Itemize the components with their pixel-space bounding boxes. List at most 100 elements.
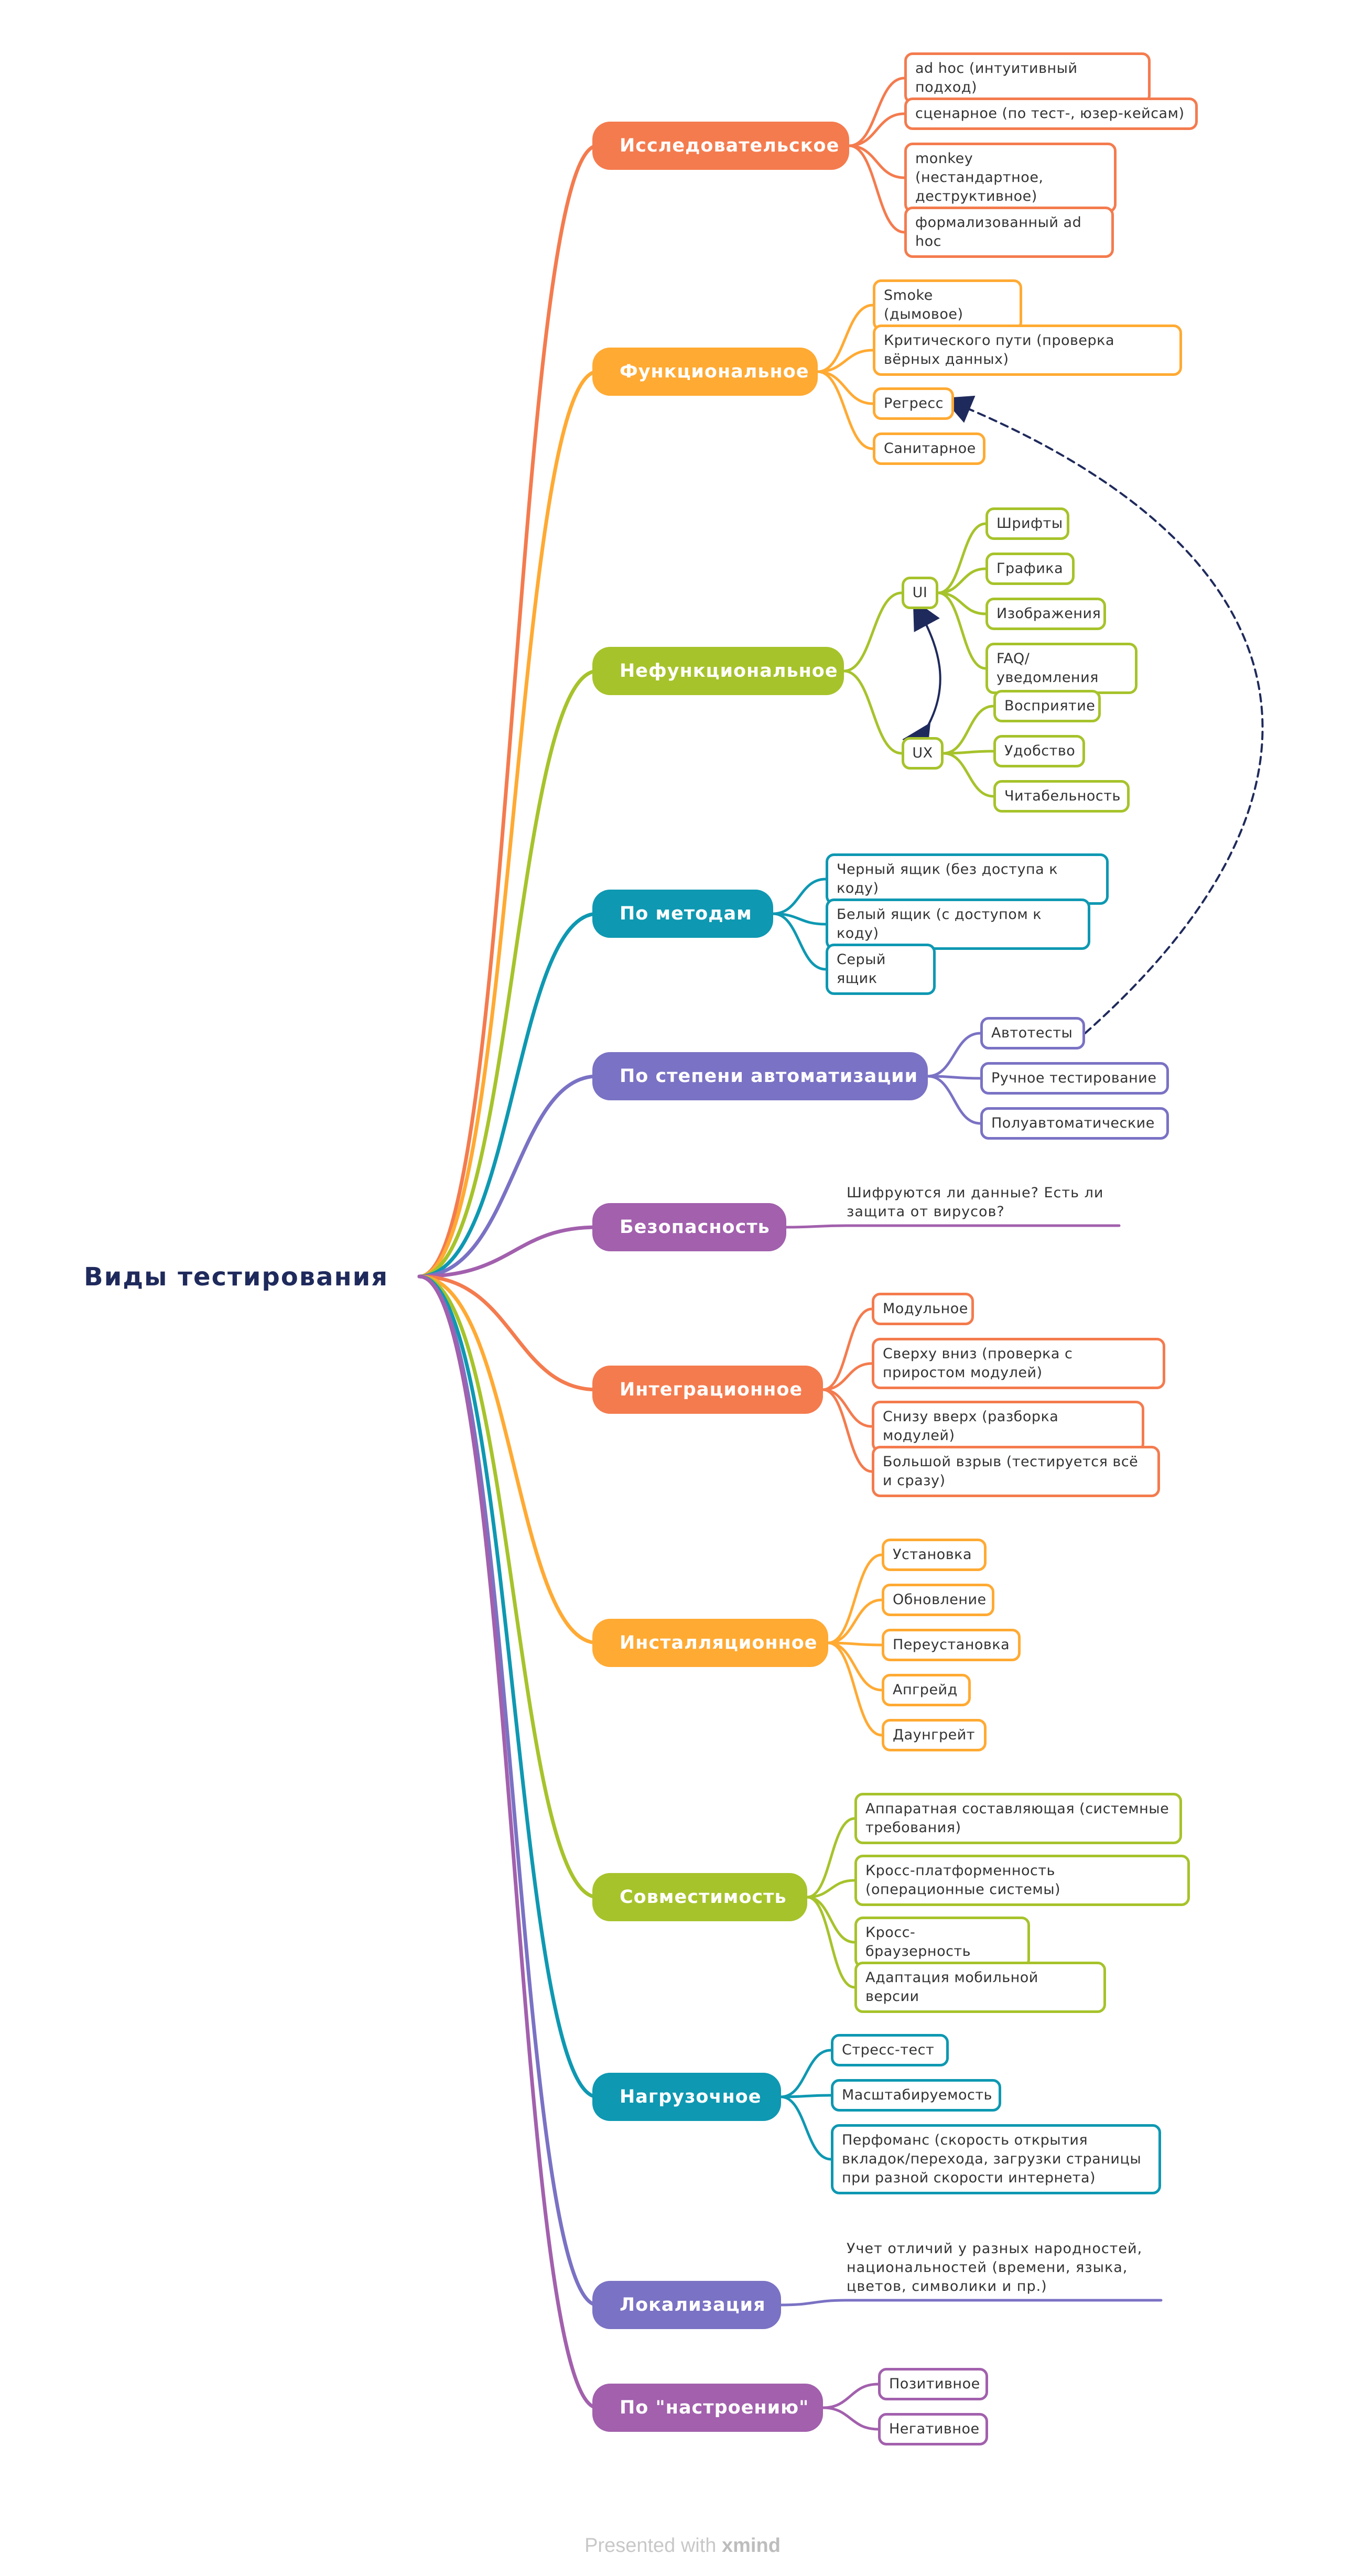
leaf-connector: [848, 112, 906, 147]
leaf-reinstall[interactable]: Переустановка: [882, 1629, 1021, 1661]
leaf-hardware[interactable]: Аппаратная составляющая (системные требо…: [854, 1793, 1182, 1844]
leaf-connector: [772, 878, 827, 915]
leaf-connector: [806, 1879, 856, 1899]
leaf-downgrade[interactable]: Даунгрейт: [882, 1719, 987, 1751]
leaf-mobile[interactable]: Адаптация мобильной версии: [854, 1962, 1106, 2013]
leaf-connector: [779, 2094, 832, 2098]
note-connector: [779, 2299, 848, 2307]
root-branch-connector: [417, 912, 600, 1279]
branch-compatibility[interactable]: Совместимость: [592, 1873, 807, 1921]
leaf-connector: [821, 2383, 880, 2409]
leaf-module[interactable]: Модульное: [872, 1293, 974, 1325]
leaf-connector: [816, 370, 874, 405]
root-branch-connector: [417, 669, 600, 1279]
leaf-convenience[interactable]: Удобство: [993, 735, 1085, 767]
root-branch-connector: [417, 1274, 600, 1392]
root-branch-connector: [417, 370, 600, 1279]
leaf-connector: [827, 1598, 883, 1644]
leaf-connector: [816, 370, 874, 450]
leaf-connector: [821, 1307, 873, 1391]
branch-integration[interactable]: Интеграционное: [592, 1366, 823, 1414]
leaf-positive[interactable]: Позитивное: [878, 2368, 988, 2400]
leaf-semi-auto[interactable]: Полуавтоматические: [980, 1107, 1169, 1140]
branch-nonfunctional[interactable]: Нефункциональное: [592, 647, 844, 695]
leaf-readability[interactable]: Читабельность: [993, 780, 1130, 813]
leaf-faq-notifications[interactable]: FAQ/уведомления: [985, 643, 1138, 694]
autotests-regression-relationship: [942, 395, 1264, 1034]
leaf-white-box[interactable]: Белый ящик (с доступом к коду): [826, 899, 1090, 950]
leaf-connector: [779, 2049, 832, 2098]
leaf-sanity[interactable]: Санитарное: [873, 432, 985, 465]
leaf-connector: [937, 567, 987, 594]
leaf-bottom-up[interactable]: Снизу вверх (разборка модулей): [872, 1401, 1144, 1452]
branch-mood[interactable]: По "настроению": [592, 2384, 823, 2432]
branch-security[interactable]: Безопасность: [592, 1203, 786, 1251]
ui-ux-relationship: [902, 599, 941, 755]
leaf-ux[interactable]: UX: [902, 737, 944, 770]
leaf-images[interactable]: Изображения: [985, 598, 1106, 630]
note-localization: Учет отличий у разных народностей, нацио…: [847, 2241, 1143, 2294]
leaf-negative[interactable]: Негативное: [878, 2413, 988, 2445]
xmind-logo: xmind: [722, 2535, 781, 2557]
leaf-cross-browser[interactable]: Кросс-браузерность: [854, 1917, 1030, 1968]
leaf-connector: [942, 752, 995, 798]
leaf-black-box[interactable]: Черный ящик (без доступа к коду): [826, 853, 1109, 905]
leaf-critical-path[interactable]: Критического пути (проверка вёрных данны…: [873, 324, 1182, 376]
leaf-connector: [937, 591, 987, 615]
leaf-smoke[interactable]: Smoke (дымовое): [873, 279, 1022, 331]
leaf-connector: [816, 349, 874, 373]
root-branch-connector: [417, 1274, 600, 2410]
root-branch-connector: [417, 1274, 600, 2099]
leaf-update[interactable]: Обновление: [882, 1584, 994, 1616]
branch-automation[interactable]: По степени автоматизации: [592, 1052, 928, 1100]
footer-prefix: Presented with: [584, 2535, 722, 2557]
leaf-install[interactable]: Установка: [882, 1539, 987, 1571]
leaf-connector: [926, 1075, 982, 1125]
leaf-connector: [821, 1362, 873, 1391]
leaf-upgrade[interactable]: Апгрейд: [882, 1674, 971, 1706]
leaf-connector: [926, 1032, 982, 1078]
leaf-graphics[interactable]: Графика: [985, 553, 1075, 585]
root-branch-connector: [417, 1074, 600, 1279]
leaf-connector: [937, 591, 987, 670]
leaf-connector: [816, 304, 874, 373]
leaf-monkey[interactable]: monkey (нестандартное, деструктивное): [904, 143, 1117, 213]
branch-by-methods[interactable]: По методам: [592, 890, 773, 938]
leaf-connector: [779, 2095, 832, 2161]
leaf-connector: [821, 1388, 873, 1473]
leaf-connector: [842, 669, 903, 755]
note-connector: [785, 1224, 848, 1229]
leaf-stress[interactable]: Стресс-тест: [831, 2034, 949, 2066]
branch-installation[interactable]: Инсталляционное: [592, 1619, 828, 1667]
branch-load[interactable]: Нагрузочное: [592, 2073, 781, 2121]
leaf-scalability[interactable]: Масштабируемость: [831, 2079, 1001, 2112]
leaf-formal-ad-hoc[interactable]: формализованный ad hoc: [904, 207, 1114, 258]
leaf-scenario[interactable]: сценарное (по тест-, юзер-кейсам): [904, 98, 1198, 130]
leaf-fonts[interactable]: Шрифты: [985, 507, 1069, 540]
leaf-perception[interactable]: Восприятие: [993, 690, 1101, 722]
note-security: Шифруются ли данные? Есть ли защита от в…: [847, 1185, 1104, 1220]
leaf-ui[interactable]: UI: [902, 577, 938, 609]
leaf-connector: [827, 1553, 883, 1644]
leaf-cross-platform[interactable]: Кросс-платформенность (операционные сист…: [854, 1855, 1190, 1906]
leaf-grey-box[interactable]: Серый ящик: [826, 944, 936, 995]
leaf-big-bang[interactable]: Большой взрыв (тестируется всё и сразу): [872, 1446, 1160, 1497]
leaf-top-down[interactable]: Сверху вниз (проверка с приростом модуле…: [872, 1338, 1165, 1389]
root-branch-connector: [417, 144, 600, 1279]
branch-functional[interactable]: Функциональное: [592, 348, 818, 396]
leaf-manual[interactable]: Ручное тестирование: [980, 1062, 1169, 1095]
footer-credit: Presented with xmind: [0, 2535, 1365, 2557]
leaf-connector: [937, 522, 987, 594]
leaf-regression[interactable]: Регресс: [873, 387, 954, 420]
root-branch-connector: [417, 1274, 600, 1899]
leaf-ad-hoc[interactable]: ad hoc (интуитивный подход): [904, 52, 1151, 104]
leaf-performance[interactable]: Перфоманс (скорость открытия вкладок/пер…: [831, 2124, 1161, 2194]
leaf-connector: [848, 77, 906, 147]
branch-localization[interactable]: Локализация: [592, 2281, 781, 2329]
leaf-connector: [848, 144, 906, 234]
root-branch-connector: [417, 1225, 600, 1279]
leaf-autotests[interactable]: Автотесты: [980, 1017, 1085, 1049]
root-topic[interactable]: Виды тестирования: [84, 1262, 389, 1292]
branch-exploratory[interactable]: Исследовательское: [592, 122, 849, 170]
